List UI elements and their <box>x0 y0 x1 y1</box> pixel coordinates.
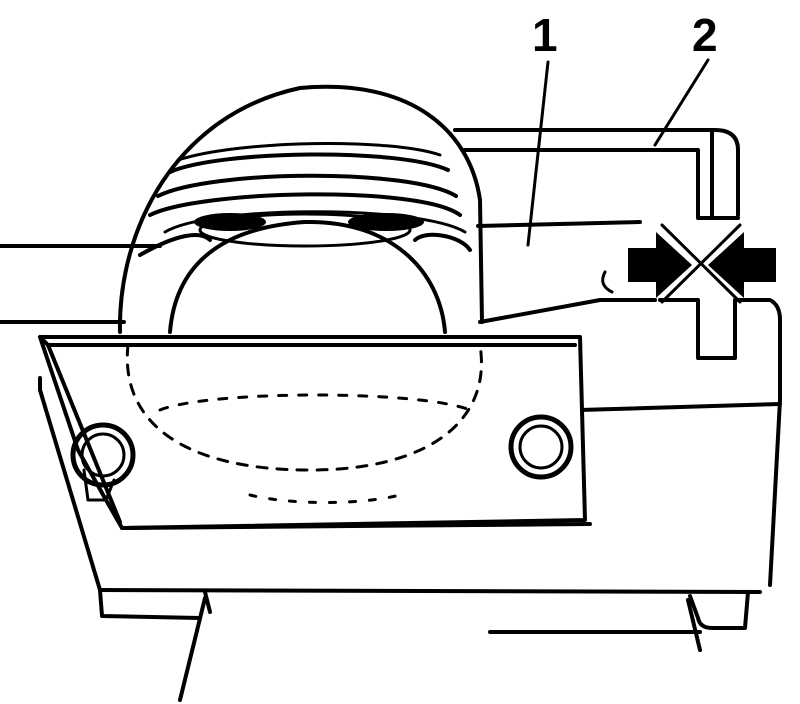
housing-body <box>453 128 782 587</box>
callout-1: 1 <box>532 9 558 61</box>
leader-lines <box>526 58 710 247</box>
base-housing <box>38 376 762 702</box>
front-plate <box>38 335 592 530</box>
callout-2: 2 <box>692 9 718 61</box>
double-arrow-icon <box>628 223 776 304</box>
shaft-lines <box>0 244 162 324</box>
bolt-icon <box>70 414 574 502</box>
wheel-assembly <box>117 84 484 334</box>
